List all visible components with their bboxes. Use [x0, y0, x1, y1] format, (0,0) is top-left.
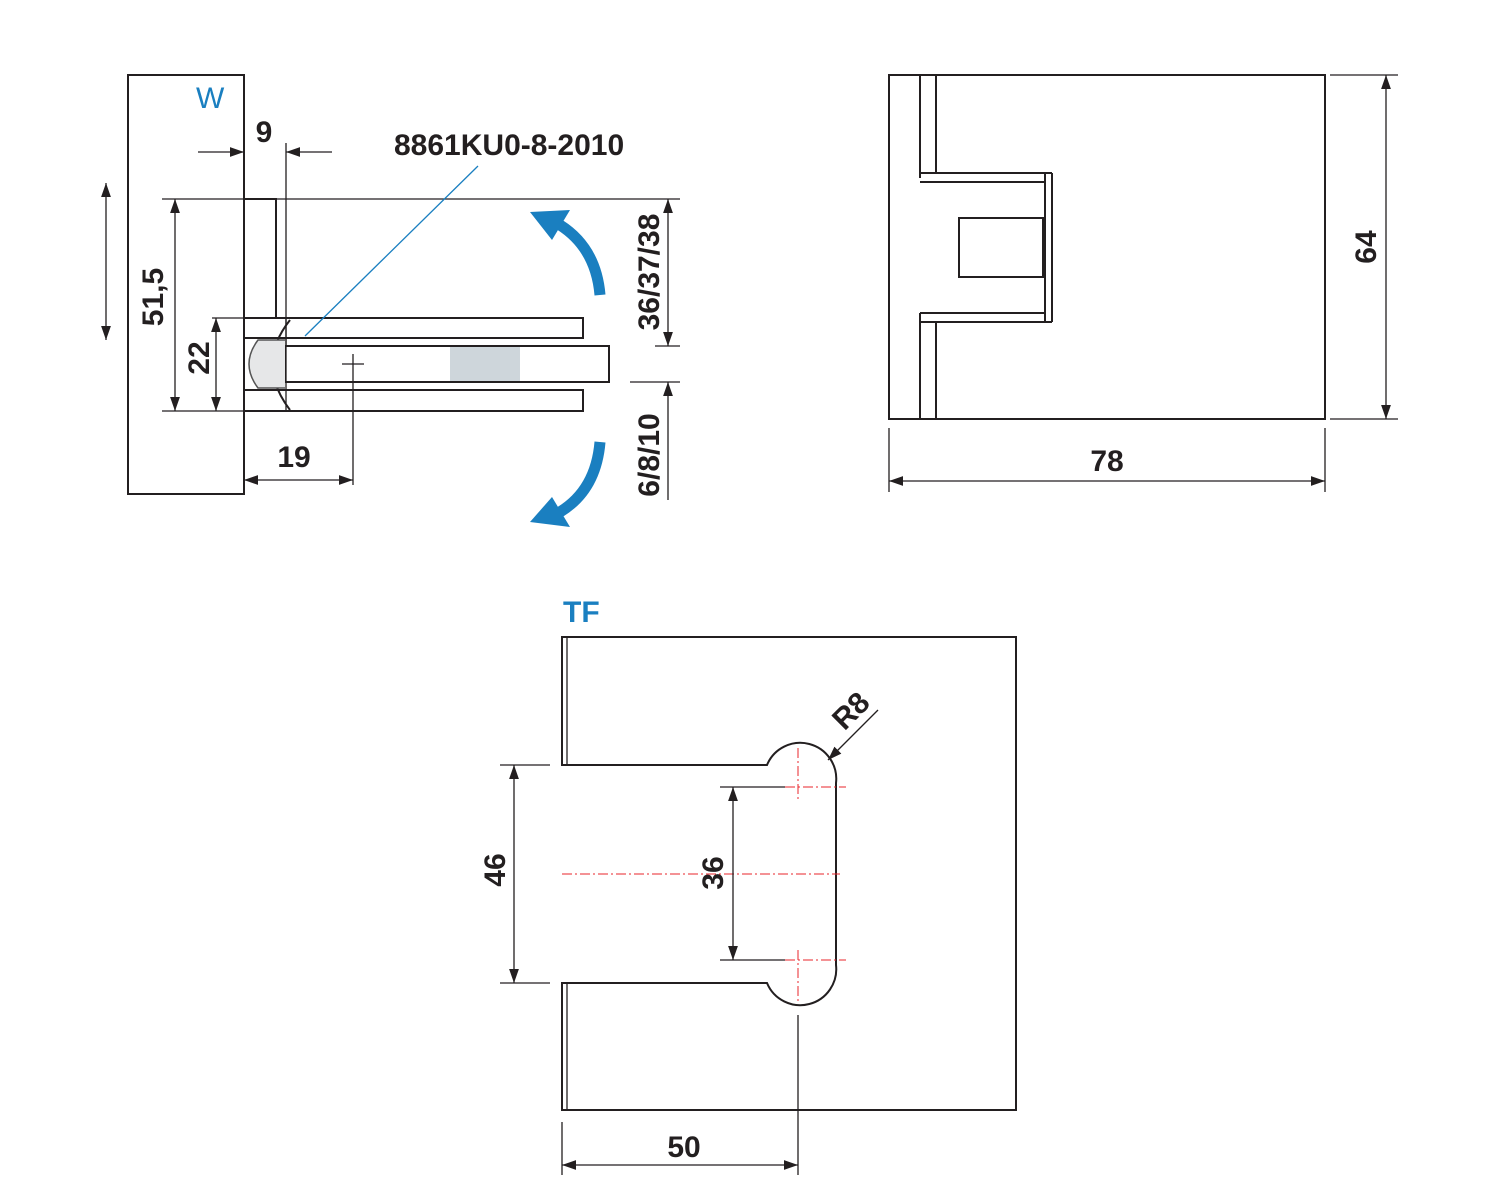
center-slot: [958, 217, 1044, 278]
dim-78: 78: [1090, 445, 1123, 478]
hinge-body: [888, 74, 1326, 420]
side-view: W 51,5 22 9 19 36/37/38 6/8/10 8861KU0-8…: [101, 74, 680, 527]
dim-36: 36: [697, 856, 730, 889]
dim-22: 22: [183, 341, 216, 374]
wall-label: W: [196, 82, 225, 115]
dim-6-8-10: 6/8/10: [633, 413, 666, 496]
radius-label: R8: [826, 686, 876, 736]
part-leader: [304, 165, 479, 337]
dim-64: 64: [1350, 230, 1383, 264]
dim-19: 19: [277, 441, 310, 474]
rotate-close-arrow: [556, 441, 606, 517]
dim-46: 46: [479, 853, 512, 886]
front-view: 64 78: [888, 74, 1398, 492]
part-number: 8861KU0-8-2010: [394, 129, 624, 162]
rotate-open-arrow: [556, 220, 606, 296]
centerlines: [562, 748, 846, 1002]
cutout-label: TF: [563, 596, 600, 629]
glass-outline: [561, 636, 1017, 1111]
clamp-upper: [243, 317, 584, 339]
glass-panel: [284, 345, 610, 383]
seal-profile: [248, 339, 285, 389]
dim-36-37-38: 36/37/38: [633, 214, 666, 331]
glass-cutout-view: TF 46 36 50 R8: [479, 596, 1017, 1175]
dim-9: 9: [256, 116, 273, 149]
dim-51-5: 51,5: [137, 268, 170, 326]
clamp-lower: [243, 389, 584, 412]
hinge-plate: [243, 198, 277, 319]
dim-50: 50: [667, 1131, 700, 1164]
